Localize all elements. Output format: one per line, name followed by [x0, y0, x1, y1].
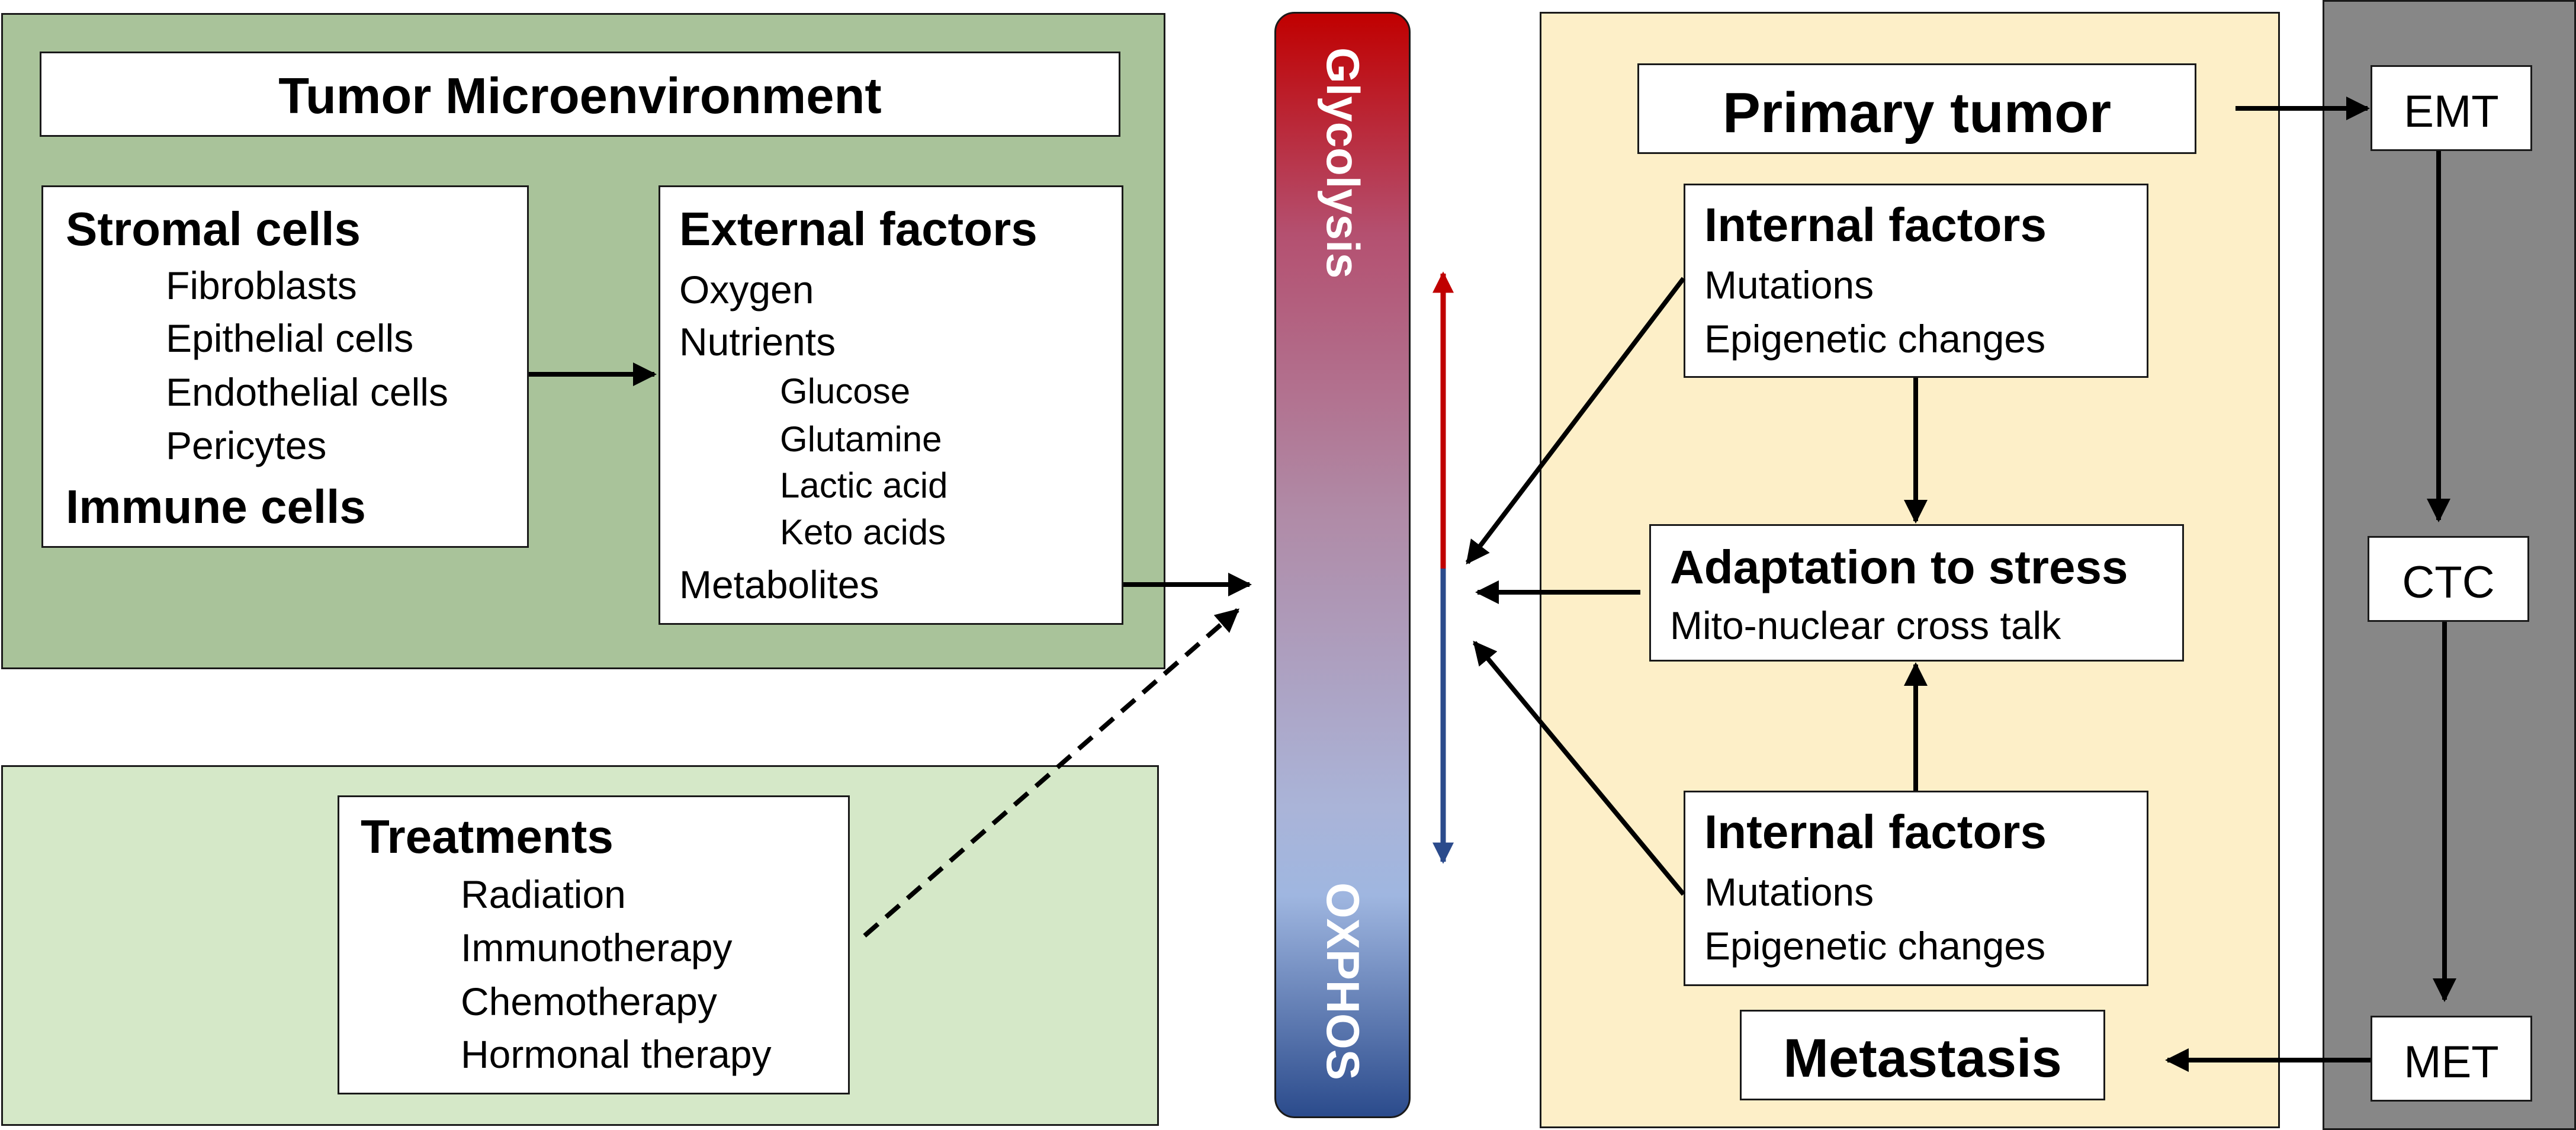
ctc-box: CTC	[2368, 536, 2529, 622]
emt-box: EMT	[2371, 65, 2532, 151]
external-item: Oxygen	[679, 268, 814, 312]
nutrient-item: Glutamine	[780, 419, 942, 459]
treatments-box: Treatments Radiation Immunotherapy Chemo…	[338, 795, 850, 1094]
adaptation-box: Adaptation to stress Mito-nuclear cross …	[1649, 524, 2184, 662]
ctc-label: CTC	[2402, 557, 2495, 608]
stromal-item: Pericytes	[166, 423, 327, 467]
stromal-item: Epithelial cells	[166, 316, 414, 360]
internal-factors-top-box: Internal factors Mutations Epigenetic ch…	[1684, 184, 2148, 378]
metabolic-gradient-bar: Glycolysis	[1274, 12, 1411, 1118]
arrow-internal-top-to-bar	[1465, 277, 1686, 565]
internal-bottom-item: Mutations	[1704, 870, 1874, 914]
arrow-treatments-to-bar	[863, 608, 1240, 938]
treatment-item: Immunotherapy	[461, 926, 733, 970]
stromal-box: Stromal cells Fibroblasts Epithelial cel…	[41, 185, 529, 548]
internal-bottom-heading: Internal factors	[1704, 805, 2047, 858]
nutrient-item: Lactic acid	[780, 466, 948, 505]
metastasis-label: Metastasis	[1783, 1028, 2062, 1089]
adaptation-detail: Mito-nuclear cross talk	[1670, 603, 2061, 647]
treatment-item: Radiation	[461, 872, 626, 916]
tme-title-box: Tumor Microenvironment	[40, 52, 1120, 137]
primary-tumor-box: Primary tumor	[1637, 63, 2196, 154]
metastasis-box: Metastasis	[1740, 1010, 2105, 1100]
treatment-item: Chemotherapy	[461, 980, 717, 1023]
stromal-heading: Stromal cells	[66, 203, 361, 255]
immune-heading: Immune cells	[66, 480, 366, 533]
internal-bottom-item: Epigenetic changes	[1704, 924, 2046, 968]
internal-factors-bottom-box: Internal factors Mutations Epigenetic ch…	[1684, 791, 2148, 986]
internal-top-item: Mutations	[1704, 263, 1874, 307]
stromal-item: Fibroblasts	[166, 264, 357, 307]
internal-top-heading: Internal factors	[1704, 198, 2047, 251]
stromal-item: Endothelial cells	[166, 370, 448, 414]
adaptation-heading: Adaptation to stress	[1670, 541, 2128, 593]
treatments-heading: Treatments	[361, 810, 614, 863]
arrow-internal-bottom-to-bar	[1472, 640, 1686, 896]
nutrient-item: Keto acids	[780, 512, 946, 552]
tme-title: Tumor Microenvironment	[278, 68, 882, 124]
internal-top-item: Epigenetic changes	[1704, 317, 2046, 361]
external-item: Nutrients	[679, 320, 836, 364]
met-box: MET	[2371, 1016, 2532, 1102]
met-label: MET	[2404, 1037, 2499, 1087]
external-heading: External factors	[679, 203, 1038, 255]
metabolites-label: Metabolites	[679, 563, 879, 606]
treatment-item: Hormonal therapy	[461, 1032, 772, 1076]
primary-tumor-label: Primary tumor	[1722, 81, 2112, 145]
emt-label: EMT	[2404, 86, 2499, 137]
nutrient-item: Glucose	[780, 371, 911, 411]
external-box: External factors Oxygen Nutrients Glucos…	[659, 185, 1123, 625]
